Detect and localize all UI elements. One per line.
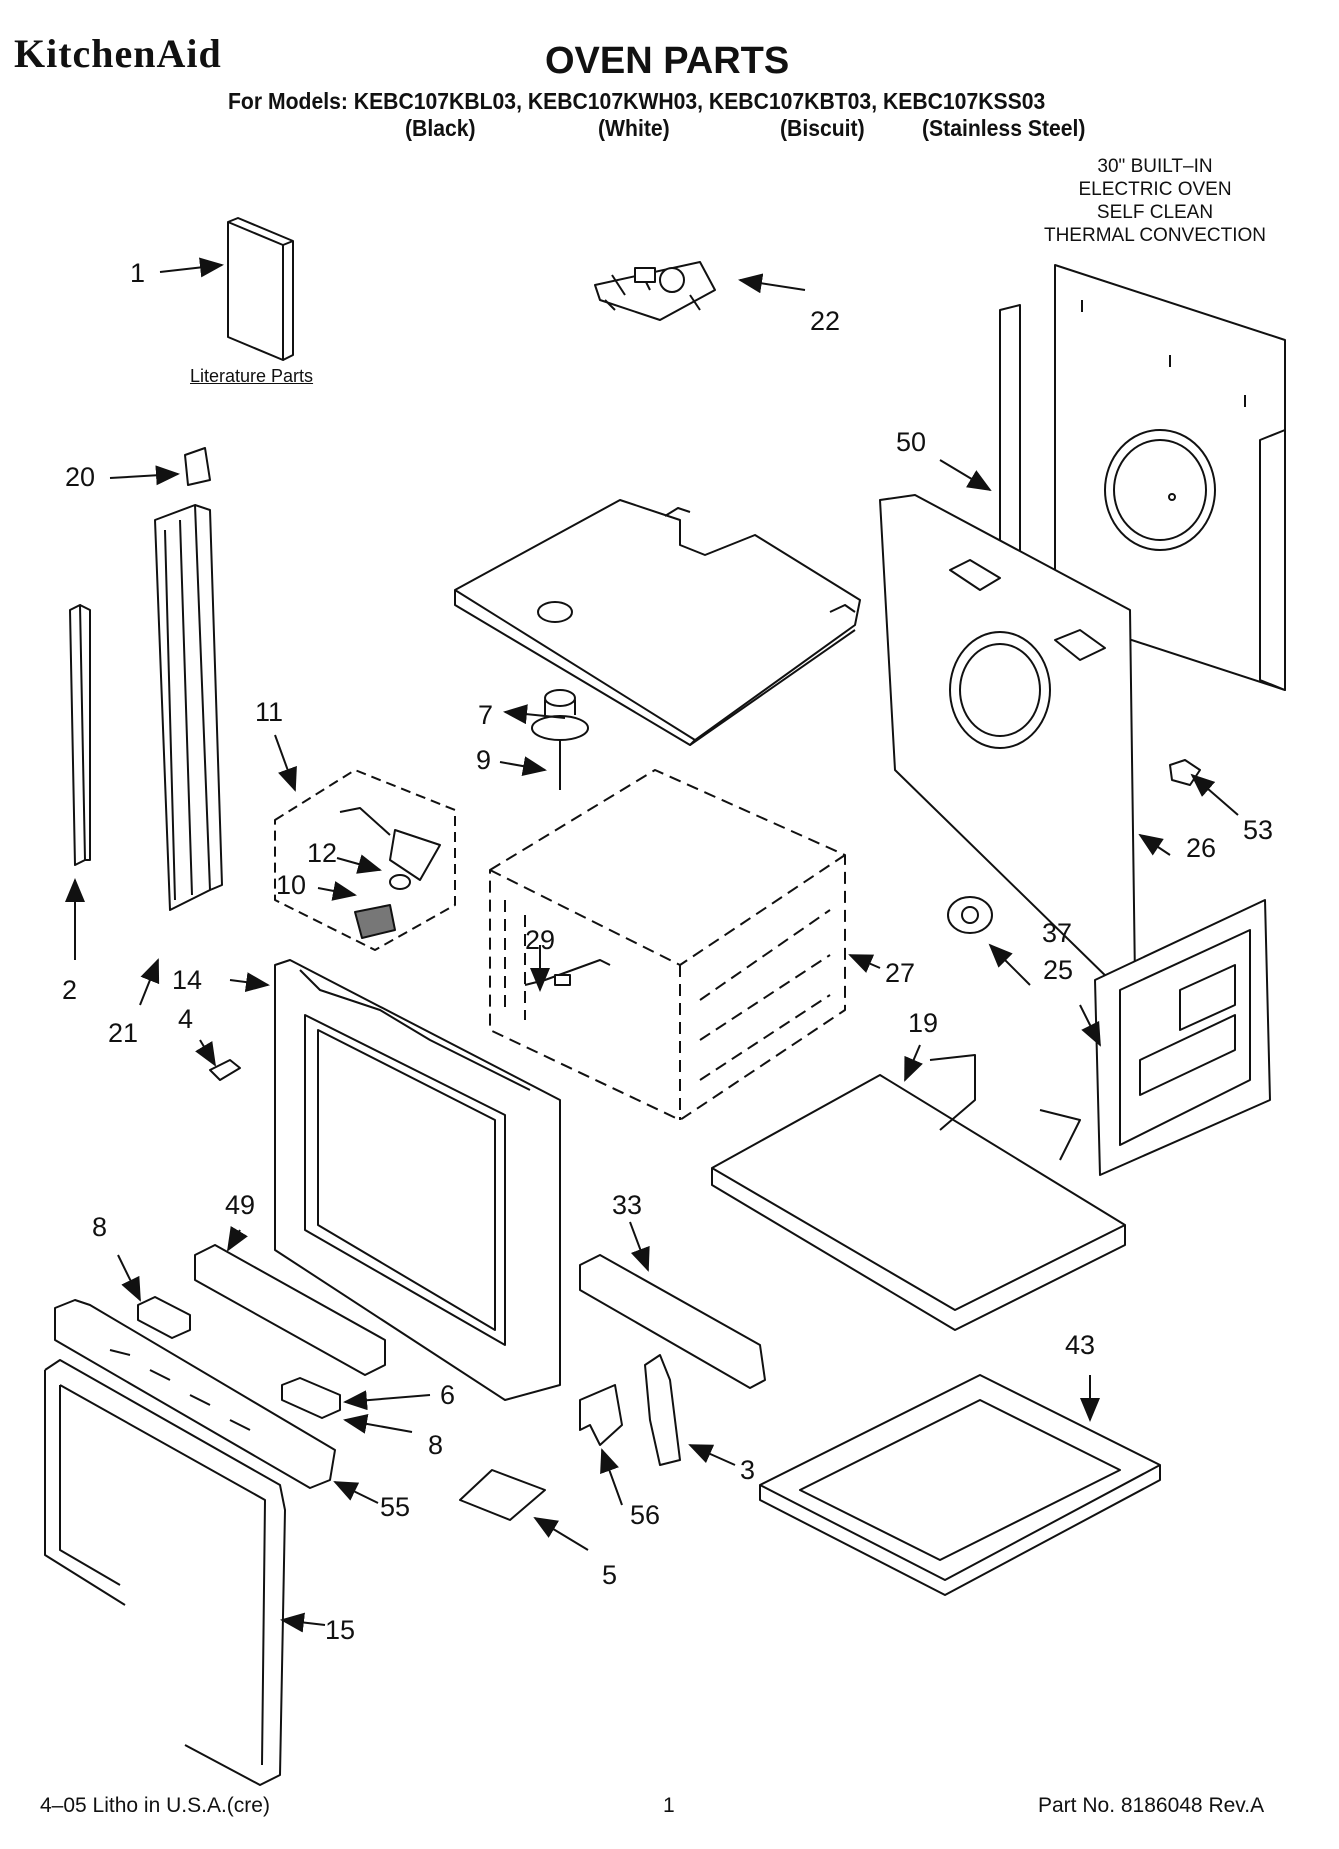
label-part-4: 4 [178, 1004, 194, 1034]
part-29-socket [524, 959, 611, 986]
label-part-55: 55 [380, 1492, 411, 1522]
leader-lines [65, 257, 1239, 1633]
spec-line-4: THERMAL CONVECTION [1043, 225, 1267, 246]
label-part-50: 50 [896, 427, 927, 457]
color-white: (White) [598, 115, 670, 141]
part-53-bracket [1169, 759, 1201, 786]
label-part-21: 21 [108, 1018, 139, 1048]
part-19-bottom-panel [711, 1054, 1126, 1331]
spec-line-1: 30" BUILT–IN [1097, 156, 1213, 177]
label-part-33: 33 [612, 1190, 643, 1220]
part-11-light-assembly [274, 769, 456, 951]
part-20-clip [184, 447, 211, 486]
label-part-9: 9 [476, 745, 492, 775]
part-33-channel [579, 1254, 766, 1389]
label-part-25: 25 [1043, 955, 1074, 985]
part-4-screw [209, 1059, 241, 1081]
color-black: (Black) [405, 115, 476, 141]
label-part-6: 6 [440, 1380, 456, 1410]
part-14-front-frame [274, 959, 561, 1401]
part-1-literature [227, 217, 294, 361]
label-part-1: 1 [130, 258, 146, 288]
footer-part-number: Part No. 8186048 Rev.A [1038, 1794, 1265, 1817]
part-27-oven-liner [489, 769, 846, 1121]
brand-logo: KitchenAid [14, 31, 222, 76]
label-part-26: 26 [1186, 833, 1217, 863]
label-part-15: 15 [325, 1615, 356, 1645]
label-part-20: 20 [65, 462, 96, 492]
part-37-thermostat [947, 896, 993, 934]
label-part-37: 37 [1042, 918, 1073, 948]
part-8-block-b [281, 1377, 341, 1419]
label-part-43: 43 [1065, 1330, 1096, 1360]
part-43-tray [759, 1374, 1161, 1596]
label-part-10: 10 [276, 870, 307, 900]
part-56-bracket [579, 1384, 623, 1446]
models-line: For Models: KEBC107KBL03, KEBC107KWH03, … [228, 88, 1046, 114]
label-part-3: 3 [740, 1455, 756, 1485]
label-part-22: 22 [810, 306, 841, 336]
page-title: OVEN PARTS [545, 40, 790, 82]
label-part-7: 7 [478, 700, 494, 730]
part-15-gasket [44, 1359, 286, 1786]
label-part-19: 19 [908, 1008, 939, 1038]
label-part-11: 11 [255, 697, 284, 727]
part-55-vent-trim [54, 1299, 336, 1489]
label-part-49: 49 [225, 1190, 256, 1220]
part-5-plate [459, 1469, 546, 1521]
label-part-14: 14 [172, 965, 203, 995]
part-7-top-panel [454, 499, 861, 746]
label-part-56: 56 [630, 1500, 661, 1530]
footer-page-number: 1 [663, 1794, 675, 1817]
label-part-29: 29 [525, 925, 556, 955]
spec-line-3: SELF CLEAN [1096, 202, 1214, 223]
label-part-8-b: 8 [428, 1430, 444, 1460]
spec-line-2: ELECTRIC OVEN [1078, 179, 1232, 200]
literature-parts-label: Literature Parts [190, 366, 314, 386]
label-part-2: 2 [62, 975, 78, 1005]
part-21-side-trim [154, 504, 223, 911]
color-biscuit: (Biscuit) [780, 115, 865, 141]
label-part-27: 27 [885, 958, 916, 988]
part-9-fan [531, 689, 589, 790]
part-22-latch-assembly [594, 261, 716, 321]
color-stainless: (Stainless Steel) [922, 115, 1086, 141]
part-2-side-rail [69, 604, 91, 866]
part-3-bracket [644, 1354, 681, 1466]
part-25-side-panel [1094, 899, 1271, 1176]
label-part-53: 53 [1243, 815, 1274, 845]
part-8-block-a [137, 1296, 191, 1339]
label-part-12: 12 [307, 838, 338, 868]
part-49-trim [194, 1244, 386, 1376]
label-part-8-a: 8 [92, 1212, 108, 1242]
label-part-5: 5 [602, 1560, 618, 1590]
footer-litho: 4–05 Litho in U.S.A.(cre) [40, 1794, 270, 1817]
